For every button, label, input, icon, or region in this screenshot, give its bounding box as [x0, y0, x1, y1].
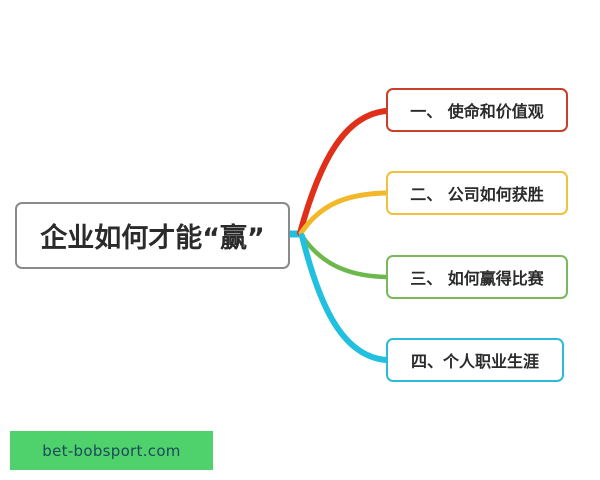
branch-label: 一、 使命和价值观 [410, 102, 544, 121]
connector-branch-1 [297, 108, 389, 236]
connector-branch-3 [299, 233, 389, 280]
branch-node-personal-career[interactable]: 四、个人职业生涯 [386, 338, 564, 382]
watermark-banner: bet-bobsport.com [10, 431, 213, 470]
connector-branch-4 [299, 233, 389, 363]
branch-label: 二、 公司如何获胜 [410, 185, 544, 204]
branch-node-mission-values[interactable]: 一、 使命和价值观 [386, 88, 568, 132]
central-topic-label: 企业如何才能“赢” [40, 223, 265, 254]
central-topic-node[interactable]: 企业如何才能“赢” [15, 202, 290, 269]
branch-label: 三、 如何赢得比赛 [410, 269, 544, 288]
watermark-text: bet-bobsport.com [42, 441, 181, 460]
branch-node-how-company-wins[interactable]: 二、 公司如何获胜 [386, 171, 568, 215]
branch-node-how-to-win-game[interactable]: 三、 如何赢得比赛 [386, 255, 568, 299]
connector-branch-2 [298, 190, 389, 236]
branch-label: 四、个人职业生涯 [410, 352, 539, 371]
